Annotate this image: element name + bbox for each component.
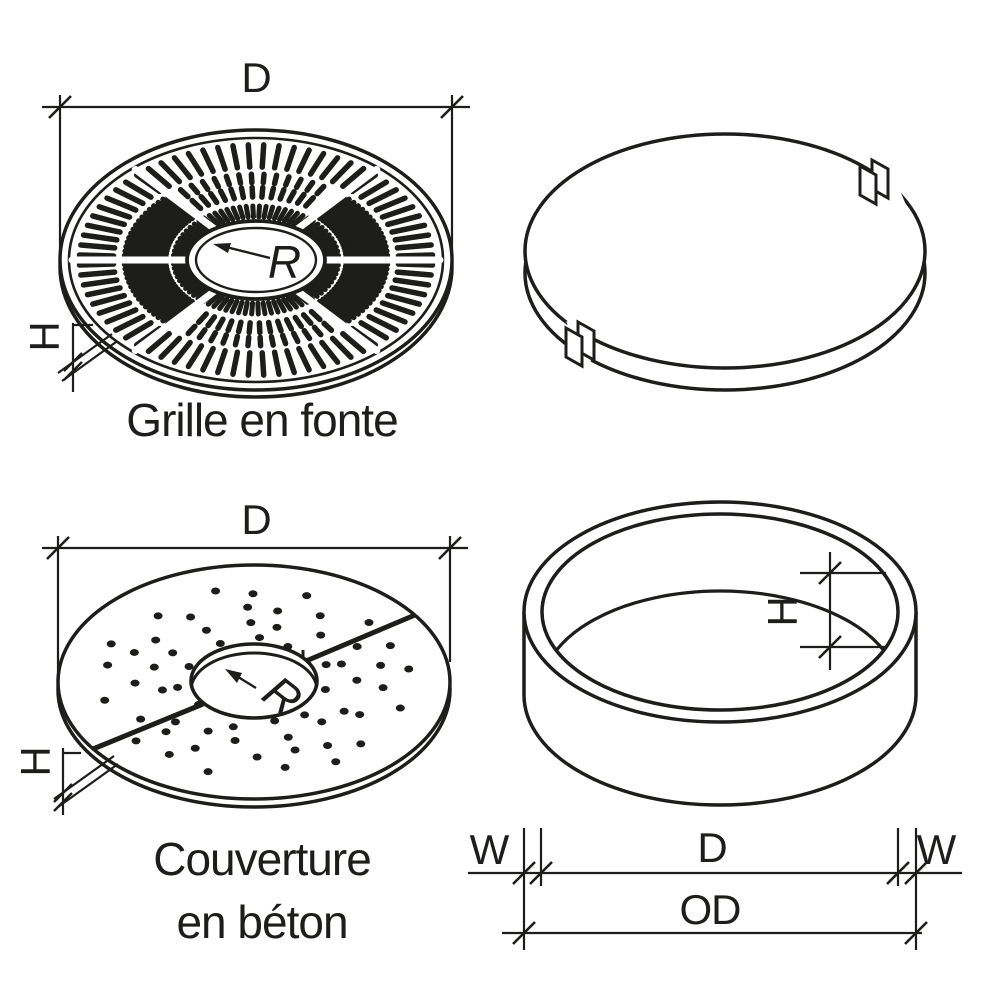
grate-radius-arrow bbox=[213, 243, 271, 260]
grate-divider-lines bbox=[68, 165, 444, 355]
cover-diameter-dimension bbox=[42, 536, 468, 688]
grate-diameter-label: D bbox=[241, 54, 270, 101]
cover-caption-line1: Couverture bbox=[153, 833, 371, 885]
grate-height-label: H bbox=[21, 322, 68, 351]
ring-inner-diameter-label: D bbox=[697, 824, 726, 871]
ring-width-dimensions bbox=[468, 828, 962, 950]
ring-wall-right-label: W bbox=[917, 826, 957, 873]
band-upper-edge bbox=[523, 132, 927, 370]
ring-outer-diameter-label: OD bbox=[680, 886, 741, 933]
cover-caption-line2: en béton bbox=[176, 896, 347, 948]
concrete-ring-figure: H W W D OD bbox=[468, 500, 962, 950]
cover-diameter-label: D bbox=[241, 496, 270, 543]
grate-slot-pattern bbox=[76, 142, 436, 378]
grate-center-hole-inner-ring bbox=[194, 226, 318, 294]
cover-center-hole bbox=[189, 642, 319, 720]
grate-caption: Grille en fonte bbox=[126, 394, 397, 446]
steel-band-figure bbox=[523, 132, 927, 392]
grate-center-hole bbox=[185, 219, 327, 301]
cover-hole-dot-pattern bbox=[100, 587, 414, 776]
concrete-cover-figure: R D H Couverture en béton bbox=[12, 496, 468, 948]
band-joint-tab-bottom-left bbox=[564, 318, 596, 369]
cover-height-label: H bbox=[12, 747, 59, 776]
grate-diameter-dimension bbox=[42, 95, 470, 268]
cover-height-dimension bbox=[53, 748, 119, 815]
cast-iron-grate-figure: R D H Grille en fonte bbox=[21, 54, 470, 446]
cover-radius-arrow bbox=[225, 669, 257, 690]
ring-height-label: H bbox=[759, 597, 806, 626]
grate-radius-label: R bbox=[268, 236, 300, 288]
ring-wall-left-label: W bbox=[470, 826, 510, 873]
ring-top-inner-rim bbox=[540, 512, 900, 712]
band-joint-tab-top-right bbox=[858, 157, 906, 208]
grate-height-dimension bbox=[57, 323, 117, 392]
cover-hole-depth-edge bbox=[191, 651, 317, 718]
ring-height-dimension bbox=[800, 552, 886, 670]
ring-floor-edge bbox=[542, 589, 898, 710]
